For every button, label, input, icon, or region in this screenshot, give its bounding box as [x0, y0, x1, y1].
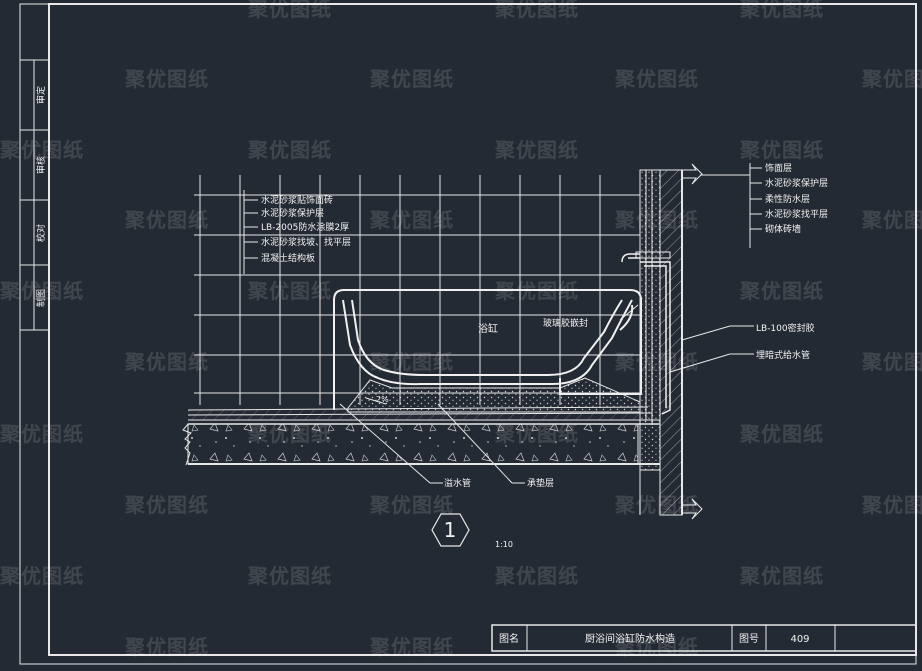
label-sealant-lb: LB-100密封胶 — [756, 322, 815, 334]
label-bathtub: 浴缸 — [478, 322, 498, 335]
watermark: 聚优图纸 — [247, 138, 332, 162]
side-label-approve: 审定 — [35, 86, 47, 104]
label-slope: 2% — [376, 395, 389, 404]
label-sealant-glass: 玻璃胶嵌封 — [543, 317, 588, 329]
watermark: 聚优图纸 — [369, 208, 454, 232]
watermark: 聚优图纸 — [0, 422, 84, 446]
title-name-value: 厨浴间浴缸防水构造 — [585, 632, 675, 645]
side-label-review: 审核 — [35, 156, 47, 174]
watermark: 聚优图纸 — [369, 493, 454, 517]
right-callout-1: 水泥砂浆保护层 — [765, 177, 828, 189]
annotations: 浴缸 玻璃胶嵌封 LB-100密封胶 埋暗式给水管 2% 溢水管 承垫层 — [339, 304, 815, 489]
title-number-value: 409 — [790, 634, 809, 645]
watermark: 聚优图纸 — [494, 564, 579, 588]
watermark: 聚优图纸 — [494, 138, 579, 162]
watermark: 聚优图纸 — [739, 279, 824, 303]
watermark: 聚优图纸 — [861, 208, 922, 232]
left-callout-4: 混凝土结构板 — [261, 252, 315, 264]
watermark: 聚优图纸 — [614, 67, 699, 91]
watermark: 聚优图纸 — [614, 208, 699, 232]
watermark: 聚优图纸 — [614, 350, 699, 374]
left-callout-2: LB-2005防水涂膜2厚 — [261, 221, 349, 233]
frame — [19, 3, 917, 665]
watermark: 聚优图纸 — [124, 67, 209, 91]
watermark: 聚优图纸 — [494, 0, 579, 21]
watermark: 聚优图纸 — [614, 635, 699, 659]
title-block: 图名 厨浴间浴缸防水构造 图号 409 — [491, 624, 917, 652]
watermark: 聚优图纸 — [861, 67, 922, 91]
watermark: 聚优图纸 — [739, 0, 824, 21]
watermark: 聚优图纸 — [124, 635, 209, 659]
watermark: 聚优图纸 — [247, 0, 332, 21]
right-callout-2: 柔性防水层 — [765, 193, 810, 205]
side-label-check: 校对 — [35, 224, 47, 242]
watermark: 聚优图纸 — [861, 350, 922, 374]
left-callout-0: 水泥砂浆贴饰面砖 — [261, 194, 333, 206]
right-callout-4: 砌体砖墙 — [765, 223, 801, 235]
side-labels: 审定 审核 校对 制图 — [35, 86, 47, 307]
label-pipe: 埋暗式给水管 — [756, 349, 810, 361]
label-drain-pipe: 溢水管 — [444, 477, 471, 489]
detail-scale: 1:10 — [495, 540, 513, 549]
left-callout-3: 水泥砂浆找坡、找平层 — [261, 236, 351, 248]
watermark: 聚优图纸 — [124, 208, 209, 232]
watermark: 聚优图纸 — [494, 422, 579, 446]
watermark: 聚优图纸 — [0, 279, 84, 303]
right-callout-3: 水泥砂浆找平层 — [765, 208, 828, 220]
detail-marker: 1 1:10 — [431, 513, 513, 549]
side-label-draw: 制图 — [35, 289, 47, 307]
watermark: 聚优图纸 — [0, 564, 84, 588]
title-number-label: 图号 — [739, 633, 759, 645]
watermark: 聚优图纸 — [369, 350, 454, 374]
watermark: 聚优图纸 — [494, 279, 579, 303]
watermark: 聚优图纸 — [247, 279, 332, 303]
water-pipe — [621, 251, 671, 415]
left-callouts: 水泥砂浆贴饰面砖 水泥砂浆保护层 LB-2005防水涂膜2厚 水泥砂浆找坡、找平… — [243, 190, 351, 274]
watermark: 聚优图纸 — [369, 635, 454, 659]
watermark: 聚优图纸 — [369, 67, 454, 91]
watermark: 聚优图纸 — [0, 138, 84, 162]
watermark: 聚优图纸 — [124, 350, 209, 374]
watermark: 聚优图纸 — [247, 564, 332, 588]
label-layer-below: 承垫层 — [527, 477, 554, 489]
title-name-label: 图名 — [499, 632, 519, 645]
watermark: 聚优图纸 — [124, 493, 209, 517]
detail-number: 1 — [444, 518, 457, 542]
watermark: 聚优图纸 — [861, 493, 922, 517]
right-callouts: 饰面层 水泥砂浆保护层 柔性防水层 水泥砂浆找平层 砌体砖墙 — [700, 162, 828, 248]
watermark: 聚优图纸 — [739, 138, 824, 162]
watermark: 聚优图纸 — [739, 422, 824, 446]
watermark: 聚优图纸 — [739, 564, 824, 588]
left-callout-1: 水泥砂浆保护层 — [261, 207, 324, 219]
right-wall — [639, 163, 703, 520]
watermark: 聚优图纸 — [247, 422, 332, 446]
right-callout-0: 饰面层 — [765, 162, 792, 174]
watermark: 聚优图纸 — [614, 493, 699, 517]
